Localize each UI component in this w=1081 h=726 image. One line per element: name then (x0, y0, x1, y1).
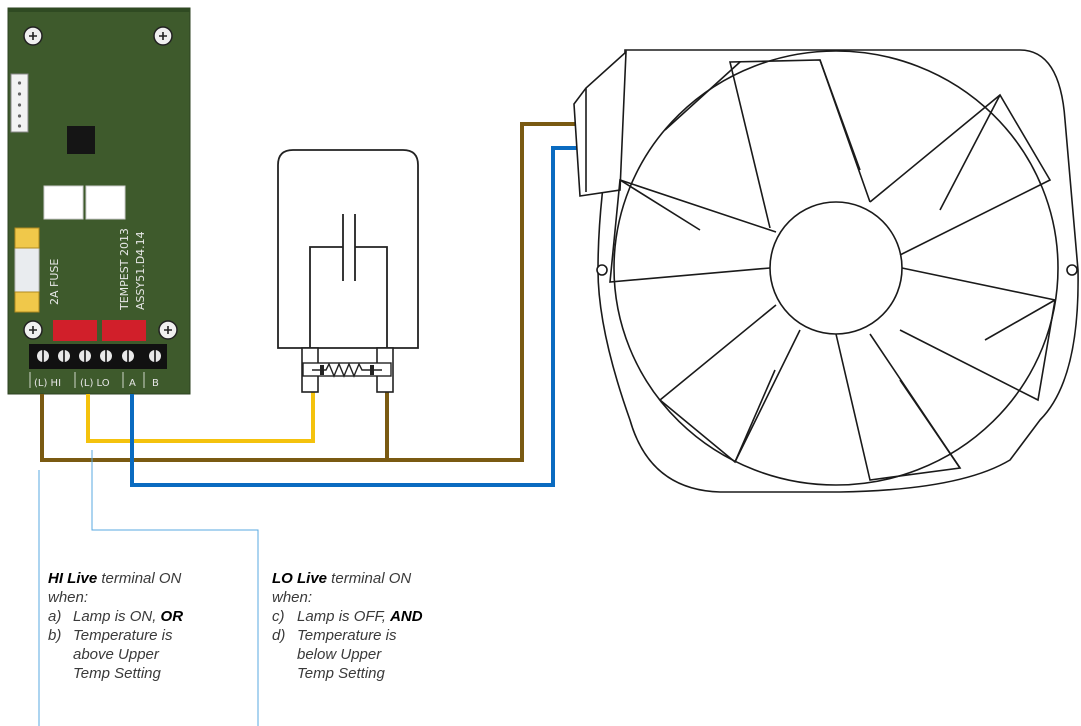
fuse (14, 227, 40, 313)
lo-note-item: d) Temperature is below Upper Temp Setti… (272, 627, 397, 682)
terminal-label-b: B (152, 378, 159, 389)
lo-note-item: c) Lamp is OFF, AND (272, 608, 423, 625)
pin-header-connector (10, 73, 29, 133)
relay-block (85, 185, 126, 220)
blue-wire (130, 146, 578, 487)
board-label-line1: TEMPEST 2013 (118, 228, 131, 311)
hi-note-title-rest: terminal ON (97, 570, 182, 587)
terminal-block (29, 344, 167, 369)
hi-live-note: HI Live terminal ON when: a) Lamp is ON,… (48, 569, 253, 683)
callout-line-lo (91, 450, 259, 726)
fuse-label: 2A FUSE (48, 259, 61, 305)
terminal-label-hi: (L) HI (34, 378, 61, 389)
microchip (67, 126, 95, 154)
brown-wire (40, 122, 578, 462)
terminal-label-lo: (L) LO (80, 378, 110, 389)
hi-note-item: a) Lamp is ON, OR (48, 608, 184, 625)
hi-note-when: when: (48, 589, 89, 606)
red-relay (53, 320, 97, 341)
red-relay (102, 320, 146, 341)
screw-icon (23, 26, 43, 46)
lo-live-note: LO Live terminal ON when: c) Lamp is OFF… (272, 569, 477, 683)
lo-note-when: when: (272, 589, 313, 606)
screw-icon (158, 320, 178, 340)
hi-note-title-bold: HI Live (48, 570, 98, 587)
screw-icon (153, 26, 173, 46)
board-label-line2: ASSY51.D4.14 (134, 231, 147, 310)
resistor-icon (301, 347, 394, 393)
relay-block (43, 185, 84, 220)
lo-note-title-rest: terminal ON (327, 570, 412, 587)
hi-note-item: b) Temperature is above Upper Temp Setti… (48, 627, 173, 682)
yellow-wire (86, 392, 315, 443)
capacitor-component (277, 149, 419, 393)
screw-icon (23, 320, 43, 340)
terminal-label-a: A (129, 378, 136, 389)
pcb-board: 2A FUSE TEMPEST 2013 ASSY51.D4.14 (L) HI… (7, 7, 191, 395)
cooling-fan (573, 49, 1079, 493)
lo-note-title-bold: LO Live (272, 570, 328, 587)
